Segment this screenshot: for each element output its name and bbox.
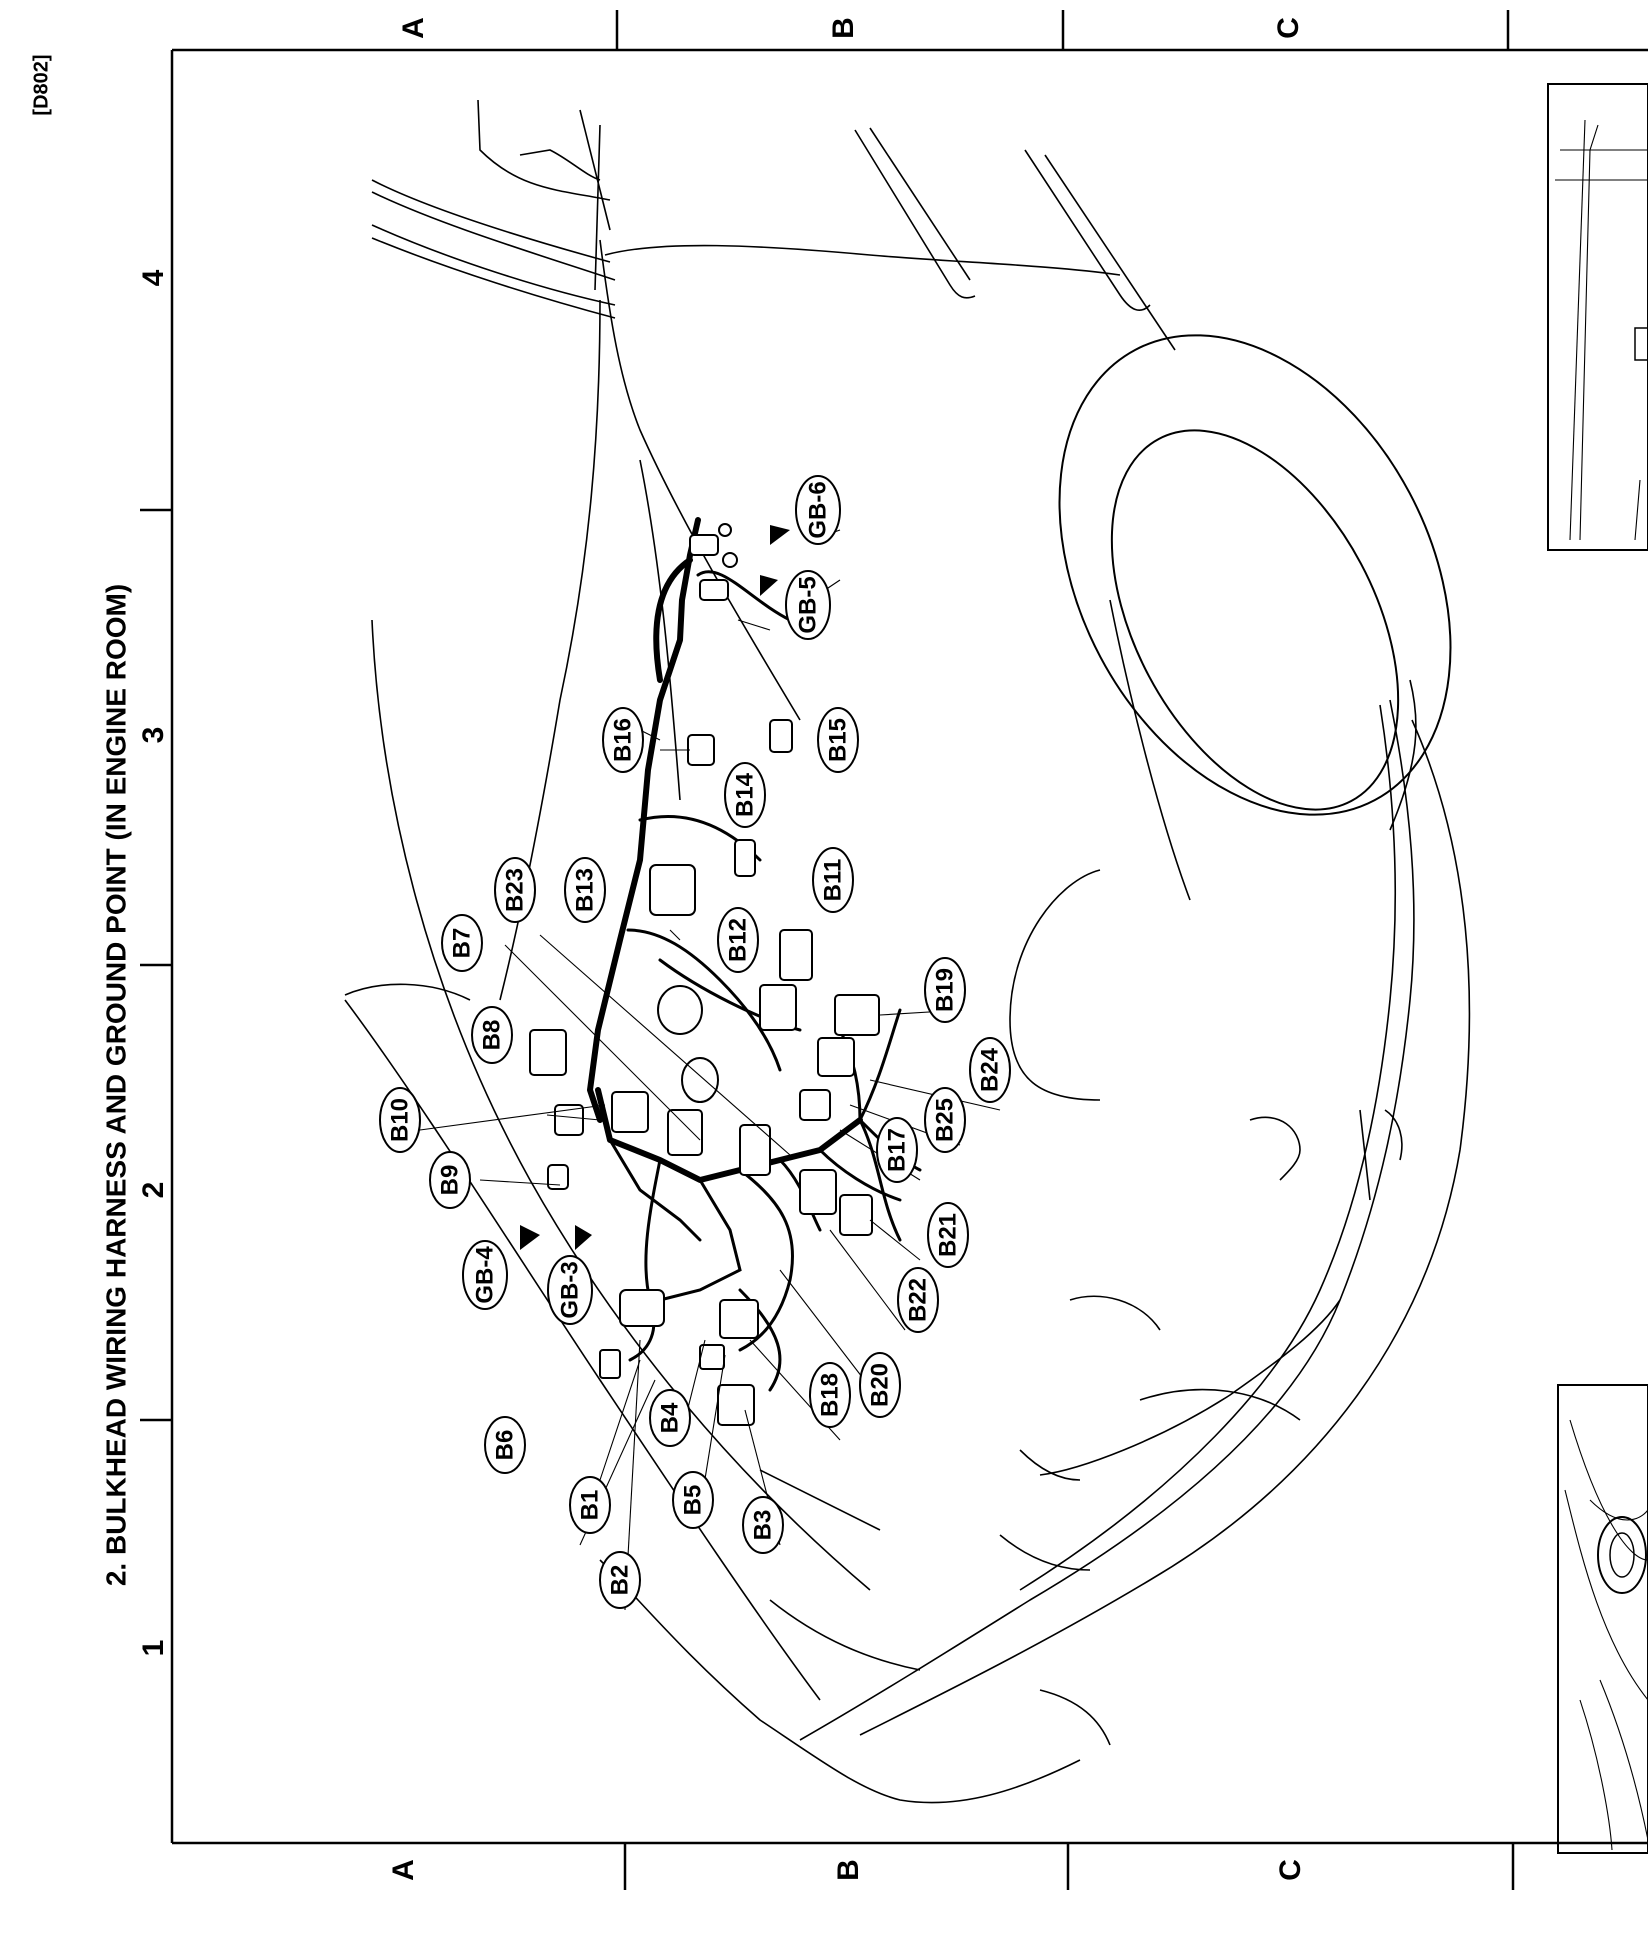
page-frame	[140, 10, 1648, 1890]
doc-code: [D802]	[30, 54, 52, 115]
callout-b7-label: B7	[449, 928, 476, 959]
callout-b18: B18	[809, 1362, 851, 1428]
callout-b16: B16	[602, 707, 644, 773]
engine-room-outline	[344, 99, 1471, 1804]
callout-gb4: GB-4	[462, 1240, 508, 1310]
grid-letter-top-b: B	[827, 17, 860, 39]
callout-gb5: GB-5	[785, 570, 831, 640]
grid-number-4: 4	[137, 269, 170, 286]
callout-b4: B4	[649, 1389, 691, 1447]
callout-b18-label: B18	[817, 1373, 844, 1417]
callout-b23: B23	[494, 857, 536, 923]
callout-b5-label: B5	[680, 1485, 707, 1516]
grid-letter-bottom-a: A	[387, 1859, 420, 1881]
callout-gb3-label: GB-3	[557, 1261, 584, 1318]
callout-b12: B12	[717, 907, 759, 973]
ground-arrows	[520, 525, 790, 1250]
callout-b14-label: B14	[732, 772, 759, 817]
callout-b6: B6	[484, 1416, 526, 1474]
callout-gb6-label: GB-6	[805, 481, 832, 538]
grid-letter-bottom-c: C	[1274, 1859, 1307, 1881]
grid-number-2: 2	[137, 1182, 170, 1199]
callout-b9: B9	[429, 1151, 471, 1209]
callout-b25: B25	[924, 1087, 966, 1153]
callout-b24-label: B24	[977, 1047, 1004, 1092]
callout-b3-label: B3	[750, 1510, 777, 1541]
callout-b21: B21	[927, 1202, 969, 1268]
grid-number-3: 3	[137, 727, 170, 744]
callout-b13-label: B13	[572, 868, 599, 912]
callout-b6-label: B6	[492, 1430, 519, 1461]
callout-b24: B24	[969, 1037, 1011, 1103]
callout-gb5-label: GB-5	[795, 576, 822, 633]
callout-b19: B19	[924, 957, 966, 1023]
callout-b10: B10	[379, 1087, 421, 1153]
grid-bottom-letters: A B C	[387, 1859, 1307, 1881]
callout-b1: B1	[569, 1476, 611, 1534]
callout-b2: B2	[599, 1551, 641, 1609]
callout-b17-label: B17	[884, 1128, 911, 1172]
callout-b23-label: B23	[502, 868, 529, 912]
callout-b22: B22	[897, 1267, 939, 1333]
grid-number-1: 1	[137, 1640, 170, 1657]
grid-numbers: 4 3 2 1	[137, 269, 170, 1656]
connectors	[529, 523, 880, 1426]
callout-b12-label: B12	[725, 918, 752, 962]
callout-b2-label: B2	[607, 1565, 634, 1596]
callout-b17: B17	[876, 1117, 918, 1183]
callout-b4-label: B4	[657, 1402, 684, 1433]
grid-letter-bottom-b: B	[832, 1859, 865, 1881]
callout-b14: B14	[724, 762, 766, 828]
callout-b3: B3	[742, 1496, 784, 1554]
callout-b11-label: B11	[820, 859, 847, 902]
callout-gb4-label: GB-4	[472, 1246, 499, 1304]
callout-b8: B8	[471, 1006, 513, 1064]
callout-b21-label: B21	[935, 1213, 962, 1257]
callout-gb6: GB-6	[795, 475, 841, 545]
inset-view-top	[1547, 83, 1648, 551]
callout-b5: B5	[672, 1471, 714, 1529]
callout-b22-label: B22	[905, 1278, 932, 1322]
page-title: 2. BULKHEAD WIRING HARNESS AND GROUND PO…	[100, 584, 131, 1586]
callout-gb3: GB-3	[547, 1255, 593, 1325]
inset-view-bottom	[1557, 1384, 1648, 1854]
callouts: GB-6 GB-5 B16 B15 B14 B11 B13 B23	[379, 475, 1011, 1609]
callout-b1-label: B1	[577, 1490, 604, 1521]
callout-b25-label: B25	[932, 1098, 959, 1142]
callout-b13: B13	[564, 857, 606, 923]
callout-b20-label: B20	[867, 1363, 894, 1407]
grid-letter-top-a: A	[397, 17, 430, 39]
callout-b8-label: B8	[479, 1020, 506, 1051]
callout-b11: B11	[812, 847, 854, 913]
callout-b9-label: B9	[437, 1165, 464, 1196]
grid-top-letters: A B C	[397, 17, 1305, 39]
main-harness	[587, 517, 922, 1392]
callout-b15-label: B15	[825, 718, 852, 762]
callout-b19-label: B19	[932, 968, 959, 1012]
callout-b15: B15	[817, 707, 859, 773]
callout-b10-label: B10	[387, 1098, 414, 1142]
callout-b7: B7	[441, 914, 483, 972]
callout-b20: B20	[859, 1352, 901, 1418]
grid-letter-top-c: C	[1272, 17, 1305, 39]
callout-b16-label: B16	[610, 718, 637, 762]
